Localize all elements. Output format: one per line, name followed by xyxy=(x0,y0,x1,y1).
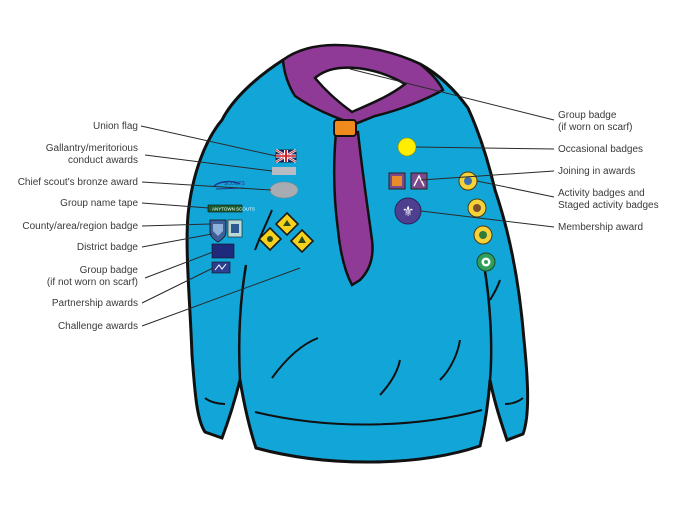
scarf-tail xyxy=(333,130,374,287)
fold-line xyxy=(482,264,493,381)
label-name-tape: Group name tape xyxy=(60,198,138,209)
membership-award: ⚜ xyxy=(394,197,422,225)
right-labels: Group badge (if worn on scarf) Occasiona… xyxy=(558,110,659,233)
label-activity-line1: Activity badges and xyxy=(558,188,645,199)
fold-line xyxy=(204,397,226,405)
fold-line xyxy=(504,397,524,405)
chief-scout-bronze-award xyxy=(269,181,299,199)
label-county: County/area/region badge xyxy=(22,221,138,232)
name-tape-text: ANYTOWN SCOUTS xyxy=(212,207,255,212)
label-group-badge-left-line1: Group badge xyxy=(80,265,139,276)
label-challenge: Challenge awards xyxy=(58,321,138,332)
woggle xyxy=(333,119,357,137)
fold-line xyxy=(379,359,401,396)
district-badge xyxy=(211,243,235,259)
label-group-badge-right-line1: Group badge xyxy=(558,110,617,121)
fleur-de-lis-icon: ⚜ xyxy=(402,204,415,220)
neck-opening xyxy=(313,66,408,114)
fold-line xyxy=(254,409,483,426)
fold-line xyxy=(238,264,248,381)
label-partnership: Partnership awards xyxy=(52,298,138,309)
group-badge-left xyxy=(211,261,231,274)
occasional-badge xyxy=(397,137,417,157)
label-gallantry-line2: conduct awards xyxy=(68,155,138,166)
scarf xyxy=(281,43,445,287)
chief-scout-text: SCOUTS xyxy=(224,181,246,187)
label-group-badge-right-line2: (if worn on scarf) xyxy=(558,122,632,133)
activity-badges xyxy=(458,171,496,272)
label-membership: Membership award xyxy=(558,222,643,233)
gallantry-award-bar xyxy=(272,167,296,175)
challenge-award-badges xyxy=(257,211,315,254)
label-occasional: Occasional badges xyxy=(558,144,643,155)
label-chief-scout: Chief scout's bronze award xyxy=(18,177,138,188)
label-gallantry-line1: Gallantry/meritorious xyxy=(46,143,138,154)
label-activity-line2: Staged activity badges xyxy=(558,200,659,211)
fold-line xyxy=(254,209,273,251)
group-name-tape: ANYTOWN SCOUTS xyxy=(207,204,255,213)
union-flag-icon xyxy=(275,148,297,164)
label-district: District badge xyxy=(77,242,139,253)
leader-lines xyxy=(140,68,555,327)
fold-line xyxy=(439,339,461,381)
left-labels: Union flag Gallantry/meritorious conduct… xyxy=(18,121,139,332)
joining-in-awards xyxy=(388,172,428,190)
label-group-badge-left-line2: (if not worn on scarf) xyxy=(47,277,138,288)
county-badge xyxy=(209,219,227,243)
label-union-flag: Union flag xyxy=(93,121,138,132)
label-joining-in: Joining in awards xyxy=(558,166,635,177)
district-badge-square xyxy=(227,219,243,238)
fold-line xyxy=(489,279,501,301)
fold-line xyxy=(271,337,319,379)
